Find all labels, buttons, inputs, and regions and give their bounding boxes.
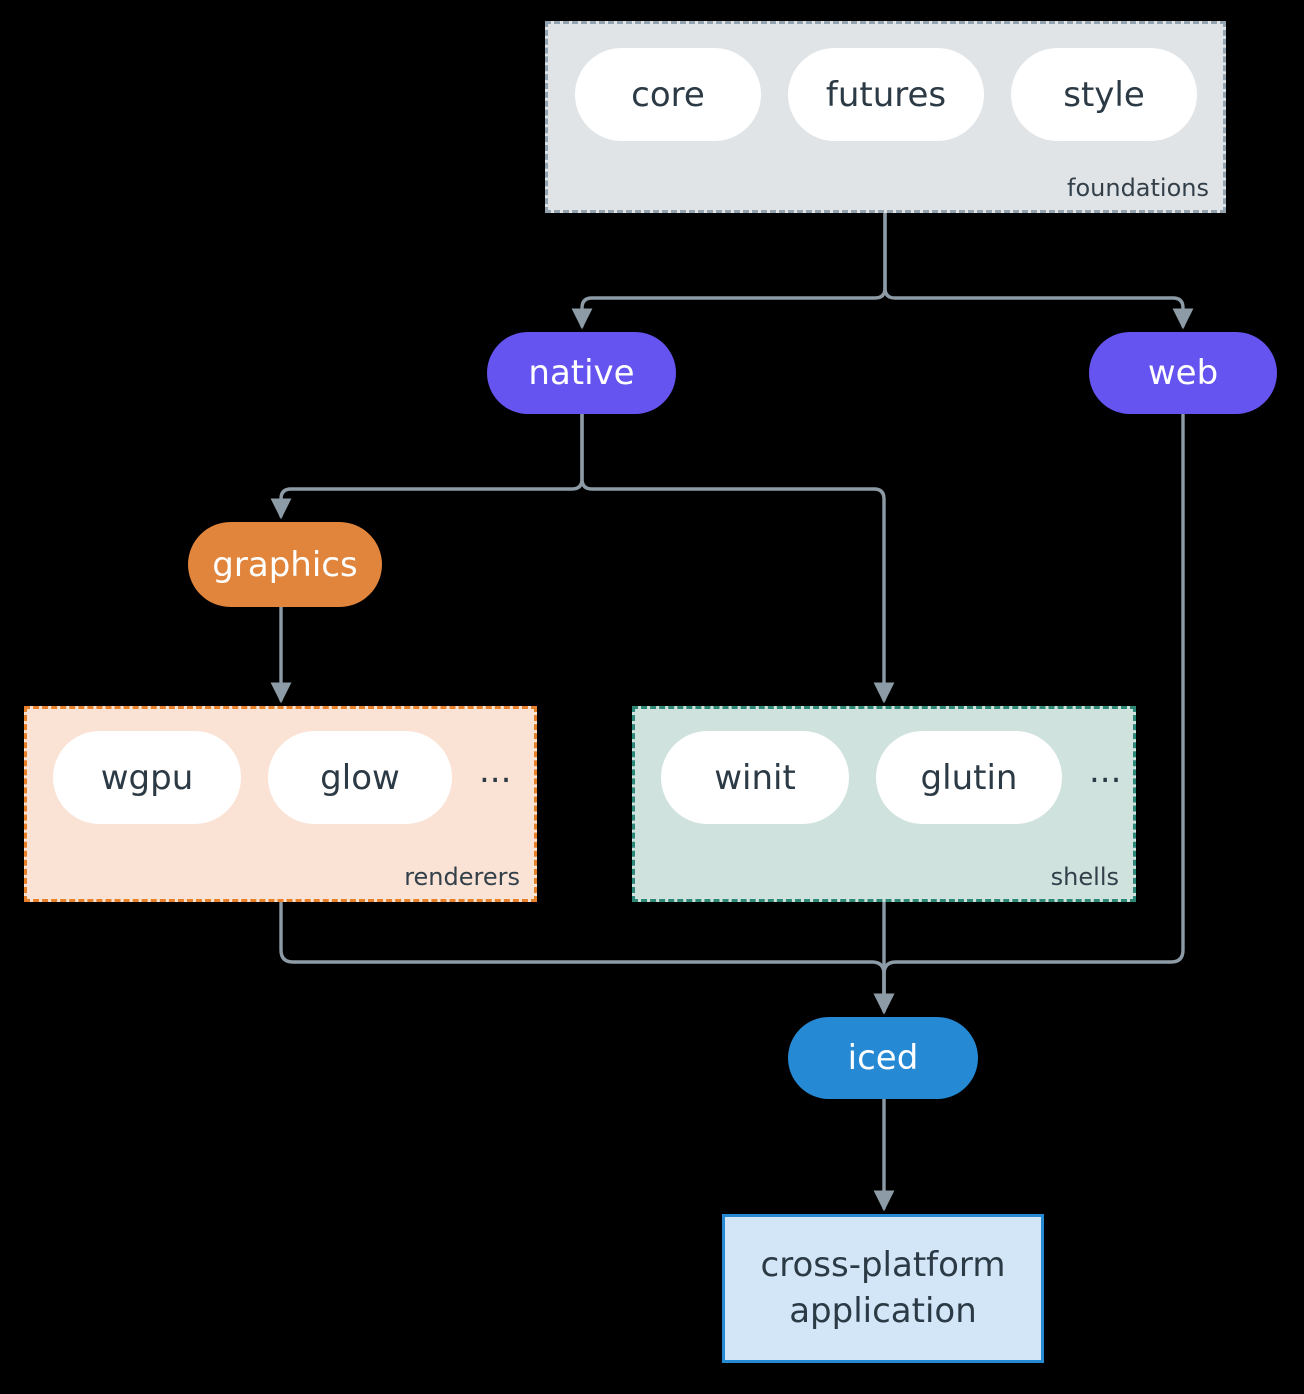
edge-native-shells xyxy=(580,412,895,704)
chip-glutin[interactable]: glutin xyxy=(876,731,1062,824)
group-shells: winit glutin ... shells xyxy=(632,706,1136,902)
group-label-renderers: renderers xyxy=(404,863,520,891)
shells-ellipsis: ... xyxy=(1089,750,1122,791)
application-line-1: cross-platform xyxy=(760,1244,1006,1285)
edge-native-graphics xyxy=(270,412,584,520)
group-label-foundations: foundations xyxy=(1067,174,1209,202)
edge-foundations-native xyxy=(571,211,887,330)
group-label-shells: shells xyxy=(1050,863,1119,891)
shells-items: winit glutin ... xyxy=(635,731,1159,824)
chip-glow[interactable]: glow xyxy=(268,731,452,824)
application-line-2: application xyxy=(789,1290,977,1331)
node-graphics[interactable]: graphics xyxy=(188,522,382,607)
node-iced[interactable]: iced xyxy=(788,1017,978,1099)
edge-foundations-web xyxy=(883,211,1194,330)
chip-winit[interactable]: winit xyxy=(661,731,849,824)
node-web[interactable]: web xyxy=(1089,332,1277,414)
renderers-ellipsis: ... xyxy=(479,750,512,791)
chip-futures[interactable]: futures xyxy=(788,48,984,141)
chip-core[interactable]: core xyxy=(575,48,761,141)
group-renderers: wgpu glow ... renderers xyxy=(24,706,537,902)
edge-renderers-iced xyxy=(279,900,895,1015)
renderers-items: wgpu glow ... xyxy=(27,731,560,824)
node-cross-platform-application[interactable]: cross-platform application xyxy=(722,1214,1044,1363)
chip-style[interactable]: style xyxy=(1011,48,1197,141)
chip-wgpu[interactable]: wgpu xyxy=(53,731,241,824)
node-native[interactable]: native xyxy=(487,332,676,414)
group-foundations: core futures style foundations xyxy=(545,21,1226,213)
foundations-items: core futures style xyxy=(548,48,1250,141)
